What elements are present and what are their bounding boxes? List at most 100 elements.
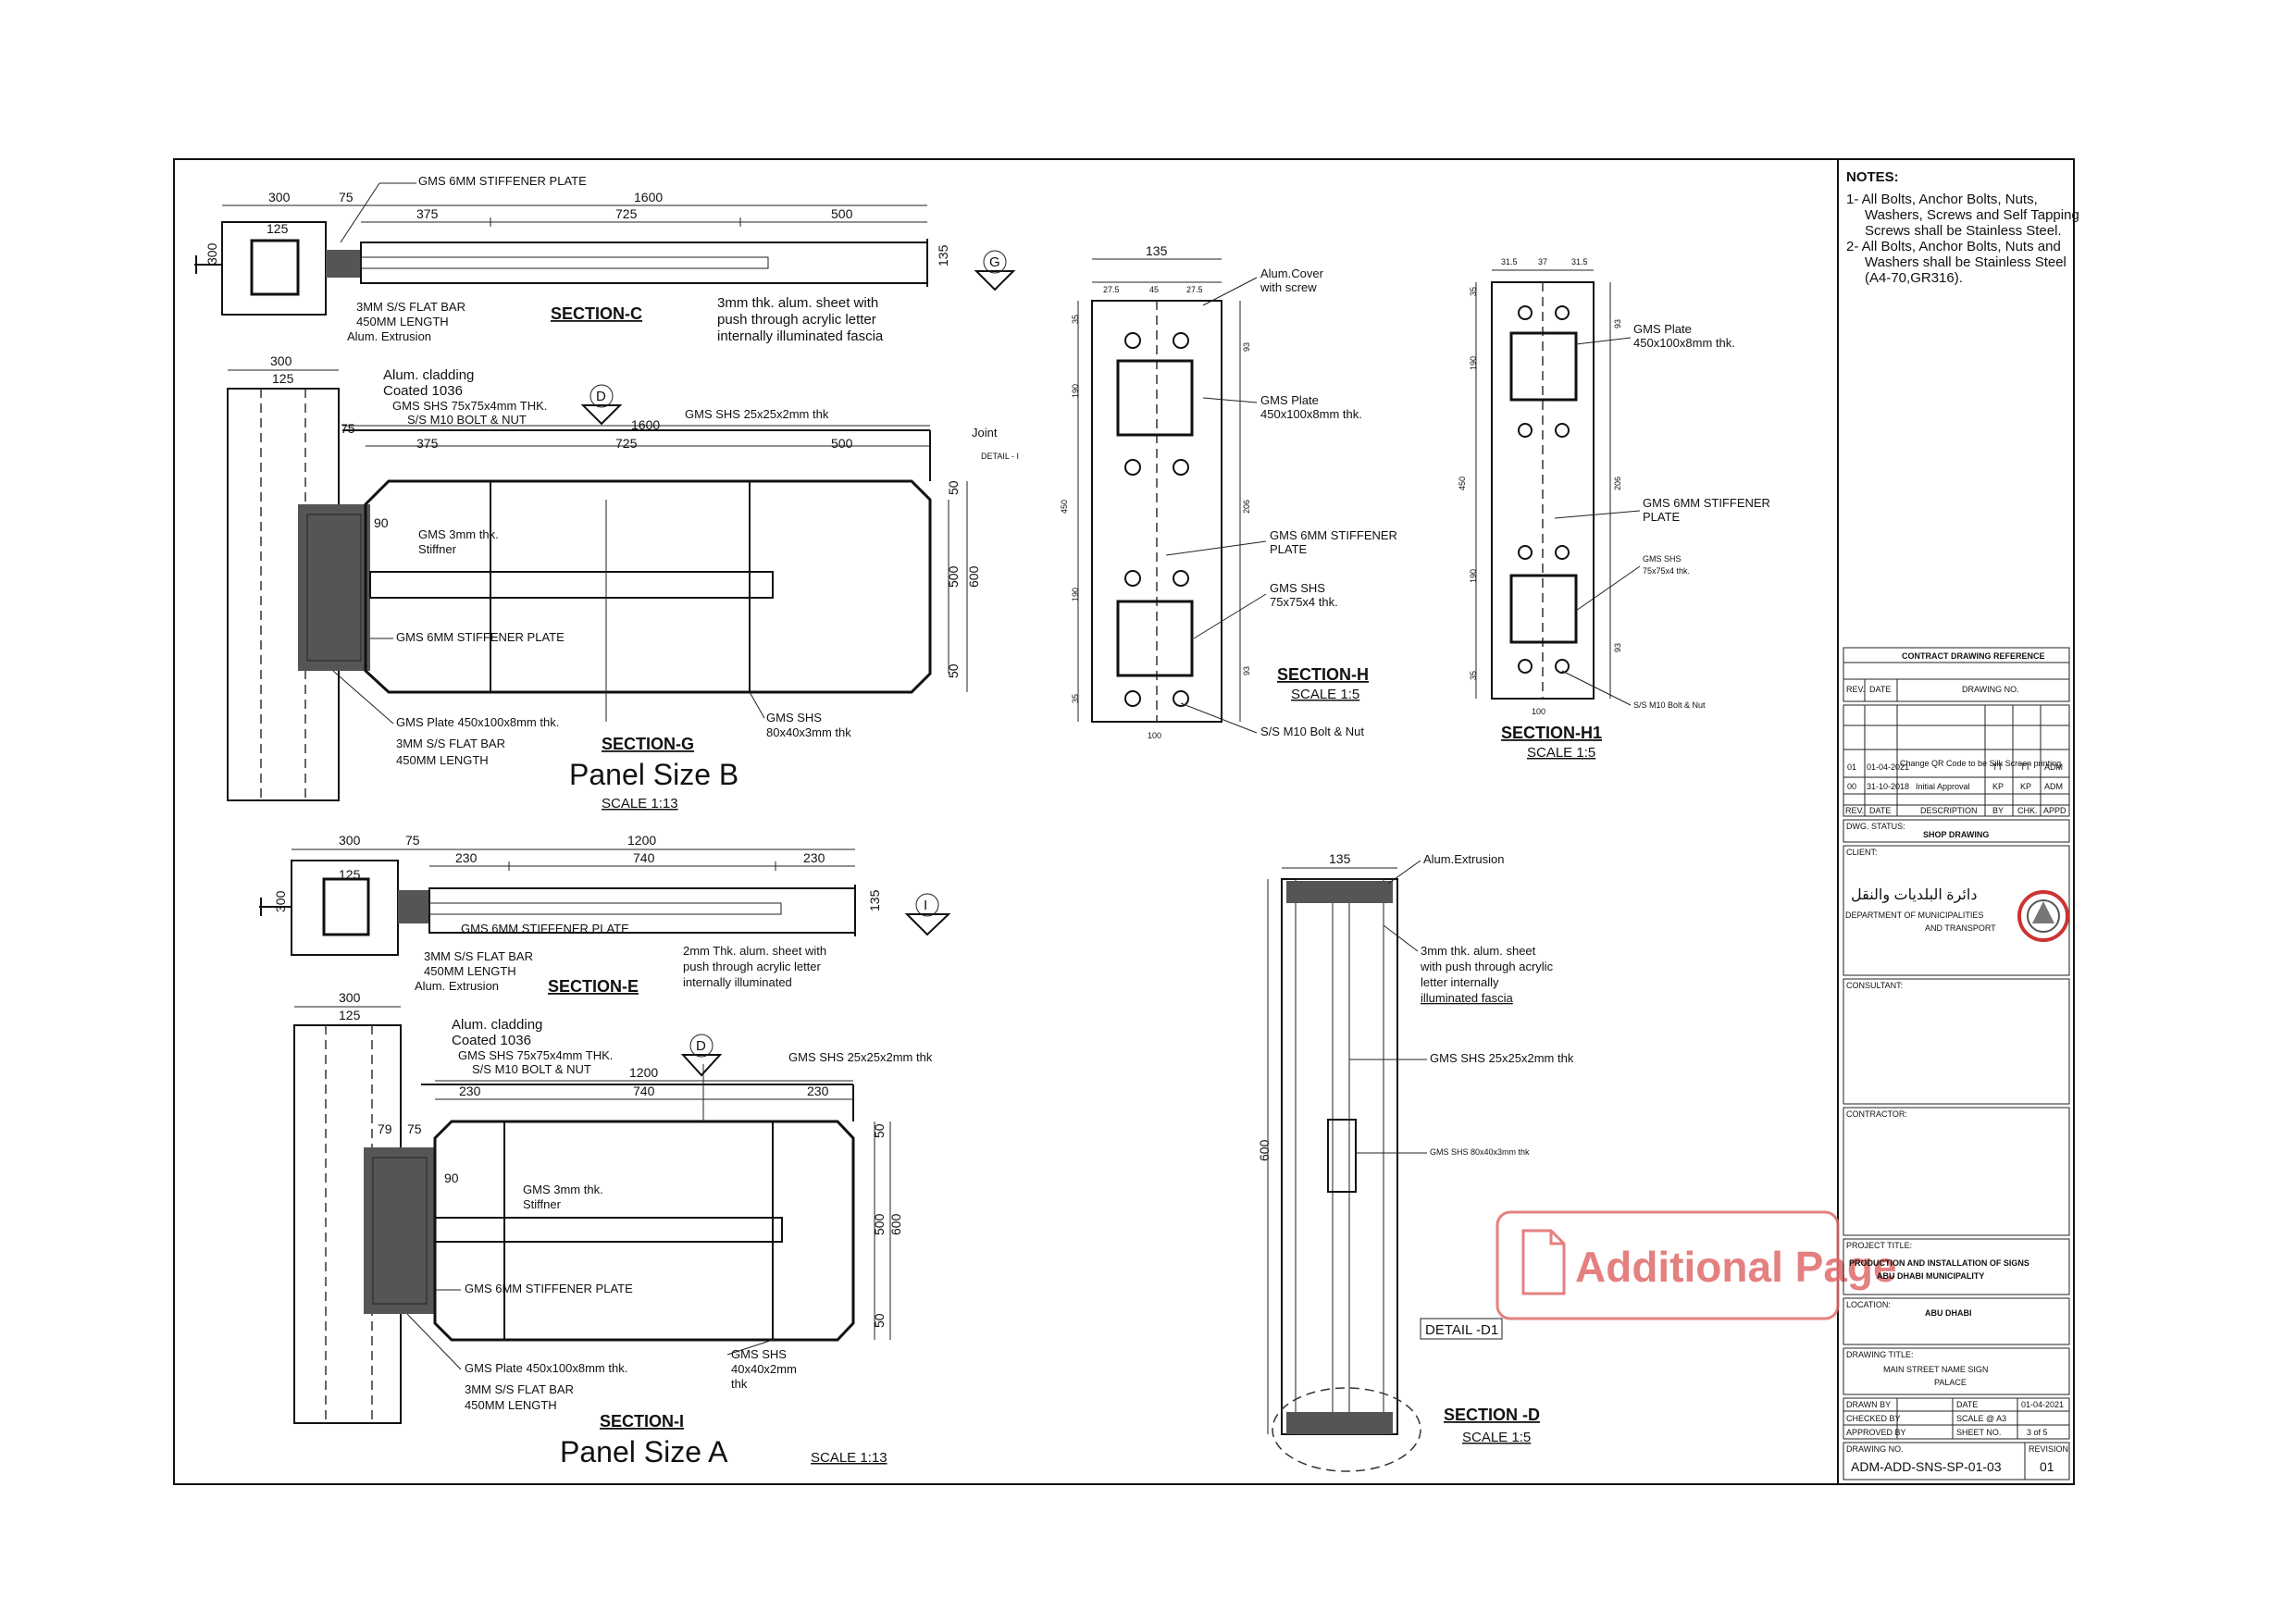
callout-label: GMS Plate 450x100x8mm thk.	[396, 715, 559, 729]
drawing-title-box	[1843, 1347, 2070, 1395]
dim-label: 27.5	[1186, 285, 1203, 294]
dim-label: 1200	[627, 833, 656, 848]
callout-label: Alum. Extrusion	[347, 329, 431, 343]
leader-line	[1193, 593, 1267, 639]
callout-label: 450MM LENGTH	[356, 315, 449, 328]
dim-label: 500	[831, 436, 853, 451]
dim-label: 300	[270, 353, 292, 368]
title-block: CONTRACT DRAWING REFERENCE REV. DATE DRA…	[1843, 647, 2070, 1481]
approvals-box	[1843, 1397, 2070, 1440]
callout-label: 3mm thk. alum. sheet with	[717, 295, 878, 311]
leader-line	[1561, 670, 1632, 706]
post-shs	[322, 877, 370, 936]
location-value: ABU DHABI	[1925, 1308, 1972, 1318]
callout-label: GMS SHS 80x40x3mm thk	[1430, 1147, 1530, 1157]
rev-appd: ADM	[2044, 782, 2063, 791]
dim-label: 300	[339, 833, 361, 848]
contractor-box	[1843, 1107, 2070, 1236]
tb-label: SHEET NO.	[1956, 1428, 2001, 1437]
dim-label: 135	[1146, 243, 1168, 258]
callout-label: Joint	[972, 426, 998, 440]
callout-label: 3MM S/S FLAT BAR	[465, 1382, 574, 1396]
section-d-title: SECTION -D	[1444, 1406, 1540, 1424]
dim-label: 50	[946, 480, 961, 495]
post-plate	[221, 221, 327, 316]
stamp-border	[1496, 1210, 1840, 1320]
client-name-line2: AND TRANSPORT	[1925, 923, 1996, 933]
dim-label: 125	[339, 1008, 361, 1022]
dim-label: 93	[1613, 643, 1622, 652]
callout-label: push through acrylic letter	[683, 960, 822, 973]
inner-shs-bar	[434, 1217, 783, 1243]
section-marker-bubble	[590, 384, 614, 408]
document-icon	[1521, 1229, 1566, 1295]
section-e-view: 300 75 1200 125 230 740 230 300 135 GMS …	[259, 833, 951, 996]
callout-label: internally illuminated	[683, 975, 792, 989]
dim-label: 190	[1469, 356, 1478, 370]
dim-label: 500	[831, 206, 853, 221]
callout-label: Stiffner	[418, 542, 457, 556]
dim-label: 31.5	[1571, 257, 1588, 266]
callout-label: GMS SHS 75x75x4mm THK.	[458, 1048, 613, 1062]
callout-label: Alum. Extrusion	[415, 979, 499, 993]
sign-panel-b	[364, 479, 932, 694]
tb-label: LOCATION:	[1846, 1300, 1891, 1309]
dim-label: 75	[339, 190, 354, 204]
callout-label: GMS SHS 25x25x2mm thk	[788, 1050, 933, 1064]
detail-d1-label: DETAIL -D1	[1425, 1322, 1498, 1338]
callout-label: illuminated fascia	[1421, 991, 1513, 1005]
rev-description: Change QR Code to be Silk Screen printin…	[1900, 759, 2061, 768]
additional-page-stamp: Additional Page	[1496, 1210, 1897, 1320]
leader-line	[1202, 397, 1258, 403]
panel-size-a-caption: Panel Size A	[560, 1435, 728, 1468]
note-line: Washers, Screws and Self Tapping	[1865, 207, 2079, 223]
leader-line	[1165, 540, 1267, 556]
consultant-box	[1843, 978, 2070, 1105]
status-box	[1843, 819, 2070, 843]
section-marker-icon	[974, 270, 1016, 291]
abu-dhabi-emblem-icon	[2017, 890, 2069, 942]
note-line: Washers shall be Stainless Steel	[1865, 254, 2066, 270]
callout-label: GMS 6MM STIFFENER PLATE	[396, 630, 565, 644]
section-d-view: 135 600 Alum.Extrusion 3mm thk. alum. sh…	[1257, 851, 1574, 1472]
dim-label: 135	[936, 244, 950, 266]
tb-label: REVISION	[2029, 1444, 2068, 1454]
panel-inner-extrusion	[360, 256, 769, 269]
bolt-icon	[1518, 659, 1533, 674]
dim-label: 1600	[634, 190, 663, 204]
dim-label: 1600	[631, 417, 660, 432]
dim-label: 93	[1613, 319, 1622, 328]
callout-label: 75x75x4 thk.	[1643, 566, 1690, 576]
leader-line	[1575, 565, 1641, 612]
dim-label: 230	[459, 1084, 481, 1098]
bolt-icon	[1518, 423, 1533, 438]
project-title: PRODUCTION AND INSTALLATION OF SIGNS	[1849, 1258, 2029, 1268]
tb-header: DRAWING NO.	[1962, 685, 2019, 694]
dim-label: 725	[615, 206, 638, 221]
callout-label: with screw	[1260, 280, 1317, 294]
bolt-icon	[1173, 459, 1189, 476]
callout-label: GMS 6MM STIFFENER PLATE	[418, 174, 587, 188]
dim-label: 50	[872, 1313, 887, 1328]
callout-label: 450MM LENGTH	[396, 753, 489, 767]
rev-description: Initial Approval	[1916, 782, 1970, 791]
detail-d1-tag	[1420, 1318, 1503, 1340]
dim-label: 125	[272, 371, 294, 386]
section-marker-icon	[904, 913, 951, 936]
callout-label: 2mm Thk. alum. sheet with	[683, 944, 826, 958]
dim-label: 45	[1149, 285, 1159, 294]
panel-inner-extrusion	[428, 902, 782, 915]
note-line: 1- All Bolts, Anchor Bolts, Nuts,	[1846, 192, 2038, 207]
callout-label: Alum. cladding	[383, 367, 474, 383]
callout-label: GMS SHS	[766, 711, 822, 725]
sign-panel-plan	[360, 242, 928, 284]
callout-label: S/S M10 BOLT & NUT	[472, 1062, 591, 1076]
callout-label: GMS SHS	[1270, 581, 1325, 595]
shs-upper	[1509, 331, 1578, 402]
tb-header: DATE	[1869, 806, 1891, 815]
dim-label: 190	[1469, 569, 1478, 583]
contract-ref-box	[1843, 647, 2070, 702]
callout-label: 40x40x2mm	[731, 1362, 797, 1376]
bolt-icon	[1124, 570, 1141, 587]
callout-label: GMS 3mm thk.	[418, 527, 499, 541]
